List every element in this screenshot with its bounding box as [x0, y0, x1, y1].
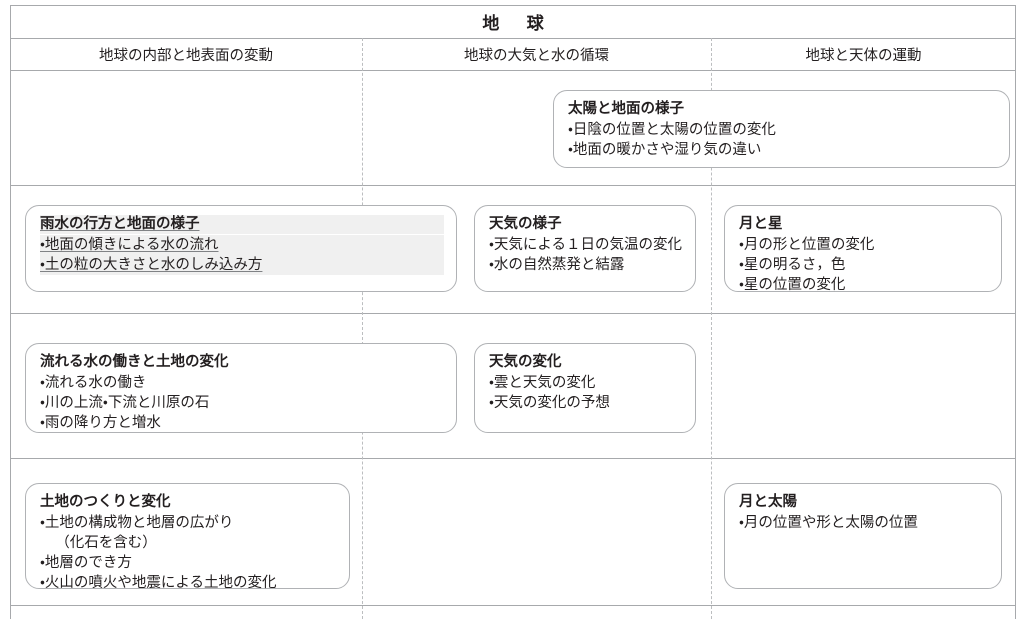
list-item: ・雨の降り方と増水: [40, 414, 161, 431]
topic-item-list: ・地面の傾きによる水の流れ ・土の粒の大きさと水のしみ込み方: [40, 234, 444, 275]
list-item: ・雲と天気の変化: [489, 374, 596, 391]
table-frame: [10, 5, 1016, 619]
topic-title: 太陽と地面の様子: [568, 101, 684, 117]
list-item: ・土の粒の大きさと水のしみ込み方: [40, 254, 444, 275]
topic-item-list: ・土地の構成物と地層の広がり （化石を含む） ・地層のでき方 ・火山の噴火や地震…: [40, 513, 337, 593]
column-header-earth-interior: 地球の内部と地表面の変動: [99, 47, 273, 64]
topic-title: 土地のつくりと変化: [40, 494, 171, 510]
topic-title: 月と星: [739, 216, 783, 232]
topic-title: 月と太陽: [739, 494, 797, 510]
rule-row2-row3: [10, 313, 1016, 314]
topic-box-weather-conditions[interactable]: 天気の様子 ・天気による１日の気温の変化 ・水の自然蒸発と結露: [474, 205, 696, 292]
rule-below-title: [10, 38, 1016, 39]
column-separator-1: [362, 38, 363, 619]
column-header-atmosphere-water: 地球の大気と水の循環: [464, 47, 609, 64]
column-header-row: 地球の内部と地表面の変動 地球の大気と水の循環 地球と天体の運動: [10, 38, 1016, 70]
page-title: 地 球: [482, 14, 549, 33]
topic-box-weather-change[interactable]: 天気の変化 ・雲と天気の変化 ・天気の変化の予想: [474, 343, 696, 433]
topic-box-rainwater-and-ground[interactable]: 雨水の行方と地面の様子 ・地面の傾きによる水の流れ ・土の粒の大きさと水のしみ込…: [25, 205, 457, 292]
list-item: ・星の位置の変化: [739, 276, 846, 293]
topic-item-list: ・天気による１日の気温の変化 ・水の自然蒸発と結露: [489, 235, 683, 275]
topic-box-moon-and-sun[interactable]: 月と太陽 ・月の位置や形と太陽の位置: [724, 483, 1002, 589]
topic-title: 天気の様子: [489, 216, 562, 232]
list-item: ・地面の傾きによる水の流れ: [40, 234, 444, 255]
topic-item-list: ・雲と天気の変化 ・天気の変化の予想: [489, 373, 683, 413]
list-item: ・火山の噴火や地震による土地の変化: [40, 574, 277, 591]
topic-box-land-structure-and-change[interactable]: 土地のつくりと変化 ・土地の構成物と地層の広がり （化石を含む） ・地層のでき方…: [25, 483, 350, 591]
list-item: ・土地の構成物と地層の広がり: [40, 514, 234, 531]
list-item: ・地層のでき方: [40, 554, 132, 571]
list-item: ・天気による１日の気温の変化: [489, 236, 682, 253]
rule-row1-row2: [10, 185, 1016, 186]
list-item: ・水の自然蒸発と結露: [489, 256, 625, 273]
rule-row3-row4: [10, 458, 1016, 459]
rule-row4-row5: [10, 605, 1016, 606]
list-item-continuation: （化石を含む）: [55, 534, 157, 551]
list-item: ・星の明るさ，色: [739, 256, 846, 273]
topic-item-list: ・月の形と位置の変化 ・星の明るさ，色 ・星の位置の変化: [739, 235, 989, 295]
chart-title-band: 地 球: [10, 5, 1016, 38]
list-item: ・月の形と位置の変化: [739, 236, 875, 253]
topic-title: 雨水の行方と地面の様子: [40, 215, 444, 234]
topic-title: 天気の変化: [489, 354, 562, 370]
topic-item-list: ・日陰の位置と太陽の位置の変化 ・地面の暖かさや湿り気の違い: [568, 120, 997, 160]
list-item: ・月の位置や形と太陽の位置: [739, 514, 918, 531]
list-item: ・川の上流・下流と川原の石: [40, 394, 210, 411]
list-item: ・流れる水の働き: [40, 374, 147, 391]
column-header-celestial-motion: 地球と天体の運動: [805, 47, 922, 64]
topic-box-moon-and-stars[interactable]: 月と星 ・月の形と位置の変化 ・星の明るさ，色 ・星の位置の変化: [724, 205, 1002, 295]
column-separator-2: [711, 38, 712, 619]
rule-below-column-headers: [10, 70, 1016, 71]
topic-item-list: ・月の位置や形と太陽の位置: [739, 513, 989, 533]
topic-box-running-water-and-land[interactable]: 流れる水の働きと土地の変化 ・流れる水の働き ・川の上流・下流と川原の石 ・雨の…: [25, 343, 457, 433]
list-item: ・天気の変化の予想: [489, 394, 610, 411]
topic-title: 流れる水の働きと土地の変化: [40, 354, 229, 370]
topic-box-sun-and-ground[interactable]: 太陽と地面の様子 ・日陰の位置と太陽の位置の変化 ・地面の暖かさや湿り気の違い: [553, 90, 1010, 168]
topic-item-list: ・流れる水の働き ・川の上流・下流と川原の石 ・雨の降り方と増水: [40, 373, 444, 433]
list-item: ・日陰の位置と太陽の位置の変化: [568, 121, 776, 138]
list-item: ・地面の暖かさや湿り気の違い: [568, 141, 762, 158]
